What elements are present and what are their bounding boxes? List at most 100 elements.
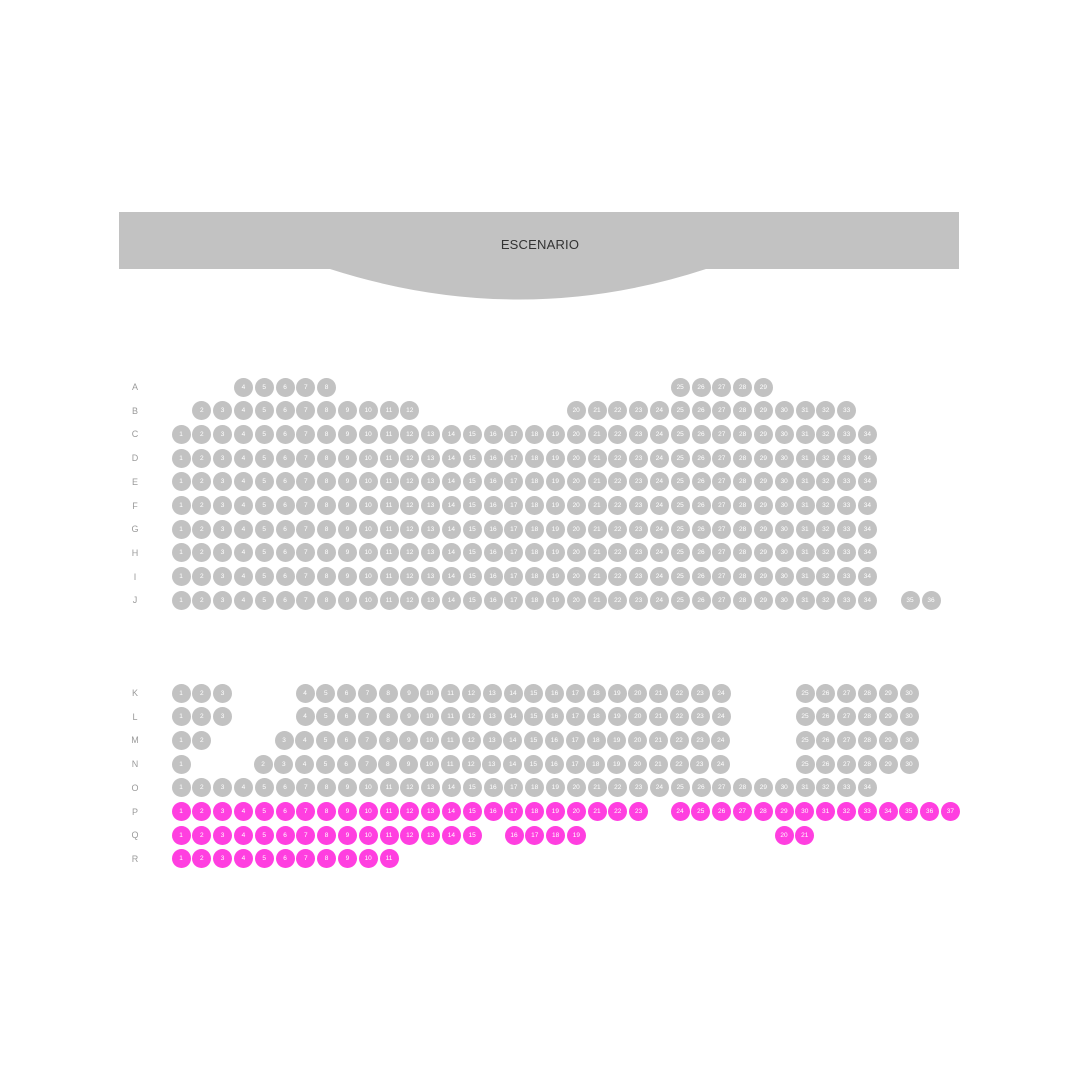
seat-m-12[interactable]: 12 — [461, 730, 481, 750]
seat-q-9[interactable]: 9 — [337, 825, 357, 845]
seat-k-15[interactable]: 15 — [524, 683, 544, 703]
seat-o-28[interactable]: 28 — [733, 778, 753, 798]
seat-d-21[interactable]: 21 — [587, 448, 607, 468]
seat-i-23[interactable]: 23 — [629, 567, 649, 587]
seat-e-7[interactable]: 7 — [296, 472, 316, 492]
seat-e-31[interactable]: 31 — [795, 472, 815, 492]
seat-q-7[interactable]: 7 — [296, 825, 316, 845]
seat-i-16[interactable]: 16 — [483, 567, 503, 587]
seat-q-19[interactable]: 19 — [566, 825, 586, 845]
seat-f-2[interactable]: 2 — [192, 496, 212, 515]
seat-j-21[interactable]: 21 — [587, 590, 607, 610]
seat-i-20[interactable]: 20 — [566, 567, 586, 587]
seat-j-3[interactable]: 3 — [213, 590, 233, 610]
seat-p-34[interactable]: 34 — [878, 802, 898, 821]
seat-b-20[interactable]: 20 — [566, 401, 586, 421]
seat-d-34[interactable]: 34 — [857, 448, 877, 468]
seat-p-23[interactable]: 23 — [629, 802, 649, 821]
seat-f-19[interactable]: 19 — [545, 496, 565, 515]
seat-e-20[interactable]: 20 — [566, 472, 586, 492]
seat-e-9[interactable]: 9 — [337, 472, 357, 492]
seat-c-25[interactable]: 25 — [670, 424, 690, 444]
seat-c-15[interactable]: 15 — [462, 424, 482, 444]
seat-i-28[interactable]: 28 — [733, 567, 753, 587]
seat-f-28[interactable]: 28 — [733, 496, 753, 515]
seat-b-25[interactable]: 25 — [670, 401, 690, 421]
seat-c-34[interactable]: 34 — [857, 424, 877, 444]
seat-g-20[interactable]: 20 — [566, 519, 586, 539]
seat-g-19[interactable]: 19 — [545, 519, 565, 539]
seat-g-10[interactable]: 10 — [358, 519, 378, 539]
seat-e-19[interactable]: 19 — [545, 472, 565, 492]
seat-e-18[interactable]: 18 — [525, 472, 545, 492]
seat-p-37[interactable]: 37 — [940, 802, 960, 821]
seat-g-16[interactable]: 16 — [483, 519, 503, 539]
seat-f-13[interactable]: 13 — [421, 496, 441, 515]
seat-r-1[interactable]: 1 — [171, 849, 191, 869]
seat-j-25[interactable]: 25 — [670, 590, 690, 610]
seat-j-26[interactable]: 26 — [691, 590, 711, 610]
seat-h-26[interactable]: 26 — [691, 543, 711, 563]
seat-g-26[interactable]: 26 — [691, 519, 711, 539]
seat-g-1[interactable]: 1 — [171, 519, 191, 539]
seat-j-29[interactable]: 29 — [753, 590, 773, 610]
seat-r-7[interactable]: 7 — [296, 849, 316, 869]
seat-m-13[interactable]: 13 — [482, 730, 502, 750]
seat-e-15[interactable]: 15 — [462, 472, 482, 492]
seat-b-10[interactable]: 10 — [358, 401, 378, 421]
seat-l-26[interactable]: 26 — [816, 707, 836, 727]
seat-q-16[interactable]: 16 — [504, 825, 524, 845]
seat-n-1[interactable]: 1 — [171, 754, 191, 774]
seat-i-7[interactable]: 7 — [296, 567, 316, 587]
seat-p-24[interactable]: 24 — [670, 802, 690, 821]
seat-e-12[interactable]: 12 — [400, 472, 420, 492]
seat-e-1[interactable]: 1 — [171, 472, 191, 492]
seat-m-6[interactable]: 6 — [336, 730, 356, 750]
seat-l-19[interactable]: 19 — [607, 707, 627, 727]
seat-o-25[interactable]: 25 — [670, 778, 690, 798]
seat-p-32[interactable]: 32 — [836, 802, 856, 821]
seat-e-23[interactable]: 23 — [629, 472, 649, 492]
seat-n-15[interactable]: 15 — [523, 754, 543, 774]
seat-d-28[interactable]: 28 — [733, 448, 753, 468]
seat-j-10[interactable]: 10 — [358, 590, 378, 610]
seat-r-6[interactable]: 6 — [275, 849, 295, 869]
seat-d-6[interactable]: 6 — [275, 448, 295, 468]
seat-j-7[interactable]: 7 — [296, 590, 316, 610]
seat-l-25[interactable]: 25 — [795, 707, 815, 727]
seat-h-11[interactable]: 11 — [379, 543, 399, 563]
seat-k-9[interactable]: 9 — [399, 683, 419, 703]
seat-o-17[interactable]: 17 — [504, 778, 524, 798]
seat-c-6[interactable]: 6 — [275, 424, 295, 444]
seat-g-5[interactable]: 5 — [254, 519, 274, 539]
seat-h-34[interactable]: 34 — [857, 543, 877, 563]
seat-n-5[interactable]: 5 — [315, 754, 335, 774]
seat-q-4[interactable]: 4 — [233, 825, 253, 845]
seat-h-21[interactable]: 21 — [587, 543, 607, 563]
seat-c-23[interactable]: 23 — [629, 424, 649, 444]
seat-e-11[interactable]: 11 — [379, 472, 399, 492]
seat-e-17[interactable]: 17 — [504, 472, 524, 492]
seat-j-33[interactable]: 33 — [837, 590, 857, 610]
seat-i-31[interactable]: 31 — [795, 567, 815, 587]
seat-g-2[interactable]: 2 — [192, 519, 212, 539]
seat-k-11[interactable]: 11 — [441, 683, 461, 703]
seat-c-10[interactable]: 10 — [358, 424, 378, 444]
seat-i-29[interactable]: 29 — [753, 567, 773, 587]
seat-c-14[interactable]: 14 — [441, 424, 461, 444]
seat-l-27[interactable]: 27 — [837, 707, 857, 727]
seat-k-18[interactable]: 18 — [586, 683, 606, 703]
seat-i-34[interactable]: 34 — [857, 567, 877, 587]
seat-h-24[interactable]: 24 — [649, 543, 669, 563]
seat-j-20[interactable]: 20 — [566, 590, 586, 610]
seat-l-7[interactable]: 7 — [357, 707, 377, 727]
seat-m-11[interactable]: 11 — [440, 730, 460, 750]
seat-k-29[interactable]: 29 — [878, 683, 898, 703]
seat-q-18[interactable]: 18 — [546, 825, 566, 845]
seat-m-9[interactable]: 9 — [399, 730, 419, 750]
seat-l-22[interactable]: 22 — [669, 707, 689, 727]
seat-g-17[interactable]: 17 — [504, 519, 524, 539]
seat-h-6[interactable]: 6 — [275, 543, 295, 563]
seat-d-9[interactable]: 9 — [337, 448, 357, 468]
seat-c-12[interactable]: 12 — [400, 424, 420, 444]
